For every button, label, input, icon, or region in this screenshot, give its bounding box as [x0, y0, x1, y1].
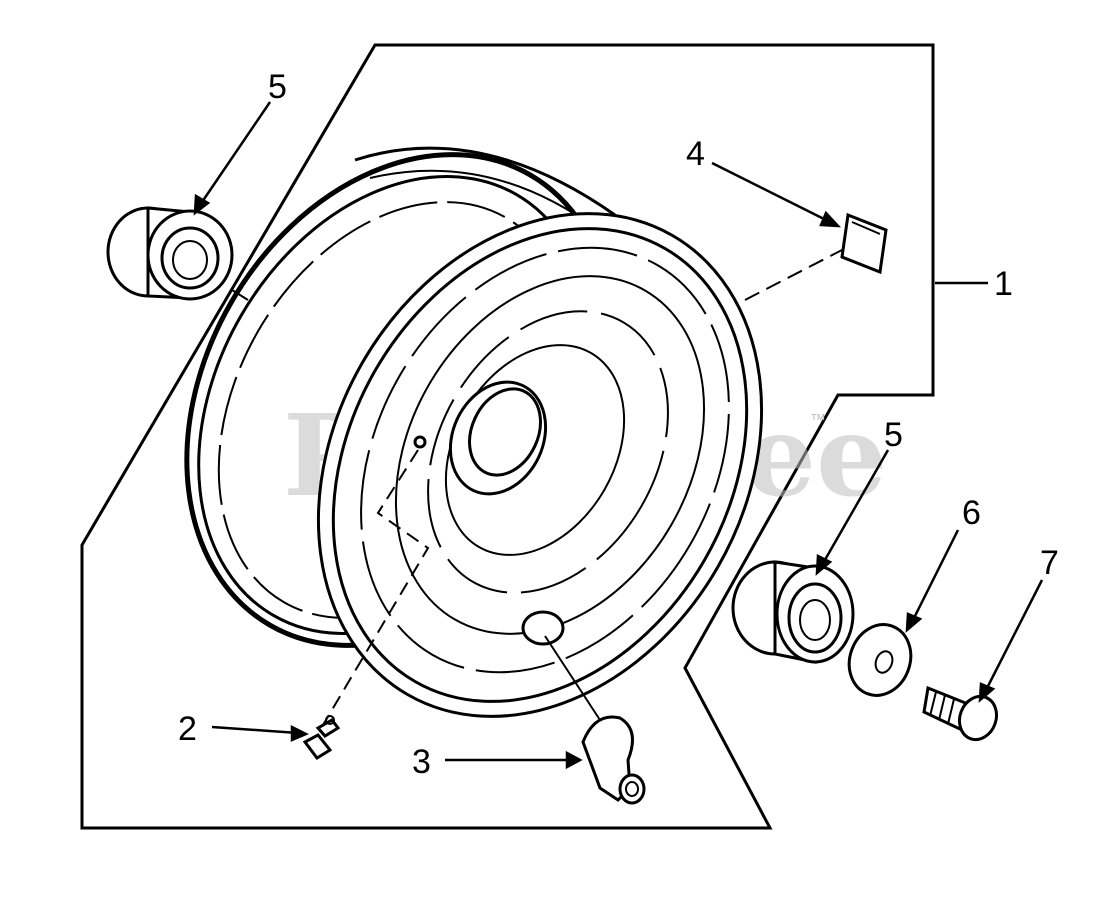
assembly-frame-outline	[80, 43, 935, 830]
callout-label-1: 1	[994, 265, 1013, 303]
callout-label-3: 3	[412, 743, 431, 781]
callout-label-2: 2	[178, 710, 197, 748]
bearing-right	[731, 560, 855, 664]
callout-label-4: 4	[686, 135, 705, 173]
watermark-trademark: ™	[810, 412, 826, 429]
tire-decal	[840, 212, 888, 275]
grease-fitting	[302, 715, 341, 760]
bolt	[922, 685, 999, 742]
callout-label-5-left: 5	[268, 68, 287, 106]
callout-label-5-right: 5	[884, 416, 903, 454]
callout-label-7: 7	[1040, 544, 1059, 582]
valve-leader	[544, 635, 601, 721]
wheel-tire	[184, 146, 764, 718]
washer	[847, 623, 913, 697]
bearing-left	[106, 206, 249, 301]
callout-arrows	[193, 101, 1044, 770]
decal-leader	[744, 249, 843, 301]
valve-stem-hole	[521, 610, 565, 646]
callout-label-6: 6	[962, 494, 981, 532]
valve-stem	[581, 715, 646, 805]
